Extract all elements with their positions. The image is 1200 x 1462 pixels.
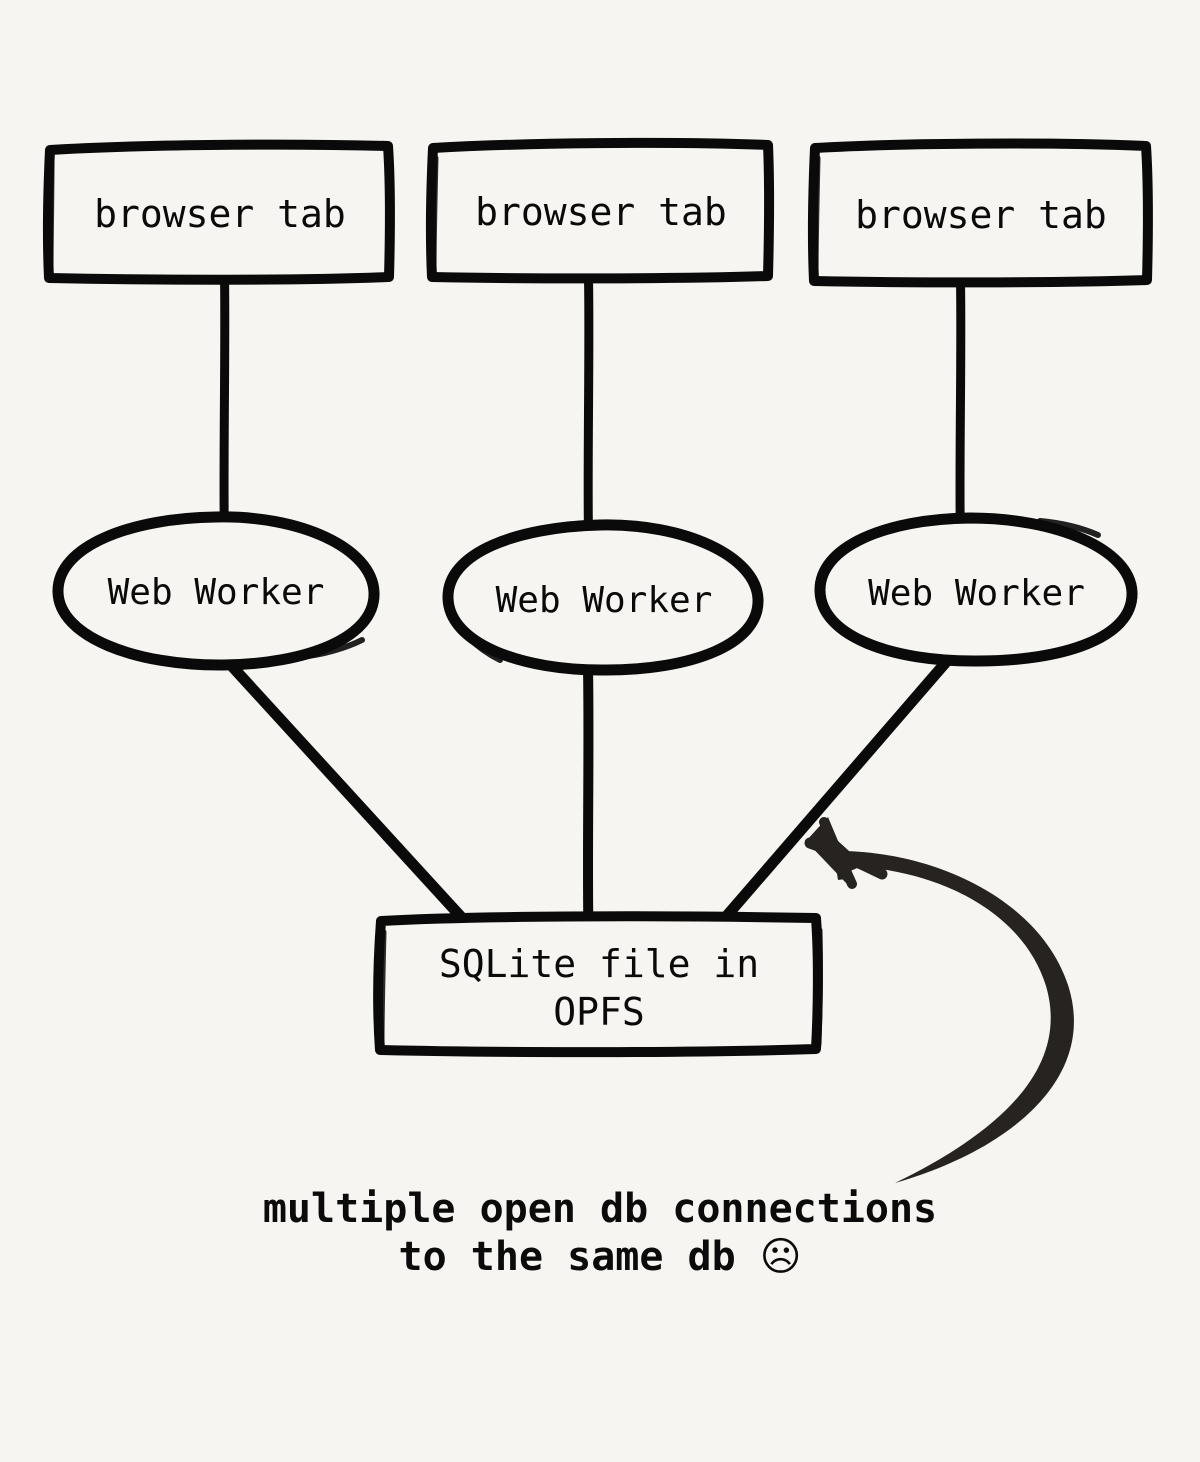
edge-tab1-worker1 (219, 275, 230, 521)
web-worker-ellipse-3[interactable] (814, 512, 1138, 667)
edge-tab2-worker2 (583, 277, 594, 529)
caption-line-2-text: to the same db (398, 1234, 760, 1280)
browser-tab-box-2[interactable] (425, 137, 775, 284)
web-worker-ellipse-1[interactable] (52, 511, 380, 671)
browser-tab-box-3[interactable] (807, 138, 1153, 288)
edge-worker2-store (582, 667, 594, 919)
edge-worker3-store (719, 657, 952, 923)
edge-tab3-worker3 (955, 281, 966, 523)
frowning-face-icon: ☹ (759, 1234, 802, 1280)
caption-line-1: multiple open db connections (262, 1186, 938, 1232)
browser-tab-box-1[interactable] (42, 139, 395, 285)
edge-worker1-store (224, 659, 468, 923)
sqlite-opfs-box[interactable] (373, 911, 823, 1058)
web-worker-ellipse-2[interactable] (442, 519, 764, 676)
caption-line-2: to the same db ☹ (0, 1234, 1200, 1281)
annotation-arrow (804, 817, 1074, 1183)
